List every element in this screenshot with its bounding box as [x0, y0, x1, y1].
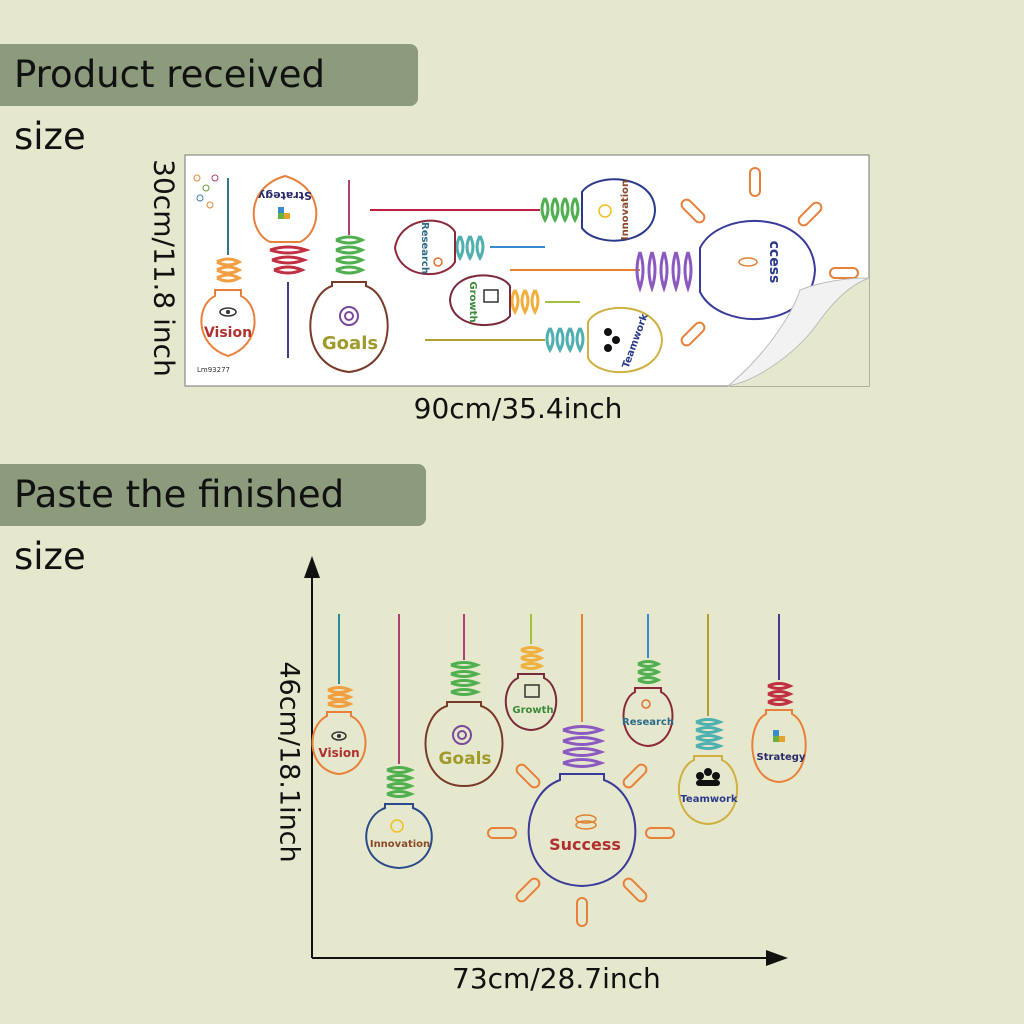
finished-width-label: 73cm/28.7inch: [452, 962, 661, 995]
received-width-label: 90cm/35.4inch: [413, 392, 623, 425]
sheet-bulb-success: ccess: [510, 167, 859, 347]
sheet-bulb-research: Research: [393, 219, 545, 276]
sheet-code: Lm93277: [197, 366, 230, 374]
product-sheet: Lm93277 Vision Strategy Goa: [184, 154, 870, 387]
label-strategy: Strategy: [757, 752, 806, 763]
bulb-innovation: Innovation: [365, 614, 433, 870]
bulb-teamwork: Teamwork: [677, 614, 739, 826]
sheet-label-vision: Vision: [204, 325, 252, 341]
label-success: Success: [549, 835, 621, 854]
bulb-success: Success: [487, 614, 675, 927]
label-teamwork: Teamwork: [680, 794, 737, 805]
bulb-strategy: Strategy: [751, 614, 807, 784]
thumbnail-icons: [193, 174, 219, 209]
sheet-bulb-vision: Vision: [200, 178, 256, 358]
bulb-research: Research: [622, 614, 674, 748]
sheet-bulb-growth: Growth: [448, 274, 580, 327]
bulb-growth: Growth: [504, 614, 558, 732]
label-research: Research: [622, 717, 674, 728]
sheet-label-research: Research: [419, 222, 430, 274]
sheet-label-success: ccess: [766, 241, 782, 284]
sheet-bulb-strategy: Strategy: [252, 174, 318, 358]
label-vision: Vision: [318, 746, 359, 760]
label-innovation: Innovation: [370, 839, 430, 850]
peel-corner: [727, 277, 870, 387]
sheet-label-growth: Growth: [467, 281, 478, 322]
bulb-goals: Goals: [424, 614, 504, 788]
sheet-label-strategy: Strategy: [258, 189, 312, 202]
sheet-label-goals: Goals: [322, 333, 378, 354]
label-goals: Goals: [438, 749, 491, 769]
sheet-label-innovation: Innovation: [620, 180, 631, 240]
label-growth: Growth: [512, 705, 553, 716]
finished-height-label: 46cm/18.1inch: [273, 661, 305, 863]
received-height-label: 30cm/11.8 inch: [147, 159, 181, 377]
section-header-received: Product received size: [0, 44, 418, 158]
sheet-bulb-innovation: Innovation: [540, 178, 657, 242]
sheet-bulb-goals: Goals: [309, 180, 389, 374]
section-header-finished: Paste the finished size: [0, 464, 426, 578]
axes: [304, 556, 788, 966]
bulb-vision: Vision: [311, 614, 367, 776]
